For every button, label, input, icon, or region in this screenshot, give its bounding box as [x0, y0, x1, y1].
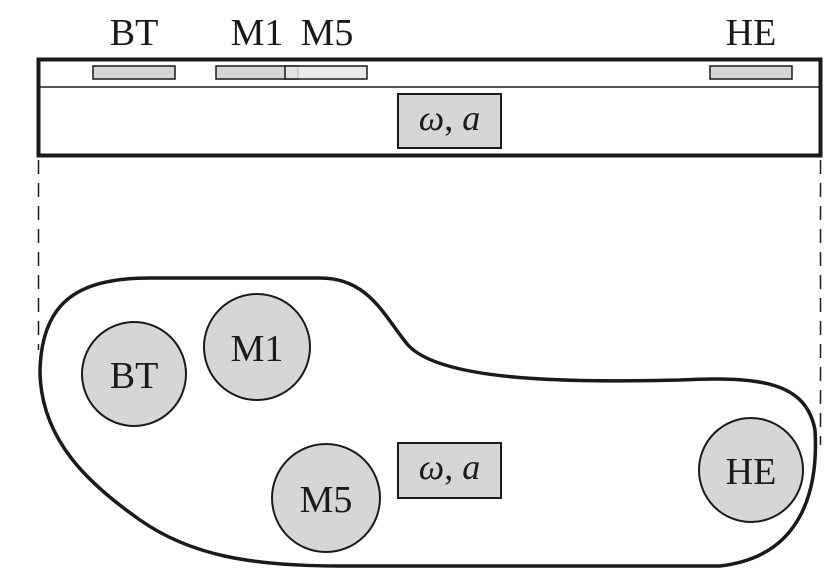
bottom-param-text: ω, a — [419, 447, 480, 487]
top-label-m5: M5 — [301, 12, 354, 54]
node-m1-label: M1 — [231, 328, 284, 370]
node-bt-label: BT — [110, 355, 159, 397]
node-m5: M5 — [271, 443, 381, 553]
node-he-circle — [698, 417, 804, 523]
node-m5-circle — [271, 443, 381, 553]
region-blob — [38, 276, 818, 568]
node-m1-circle — [203, 293, 311, 401]
bottom-param-box — [397, 442, 502, 499]
node-he: HE — [698, 417, 804, 523]
node-bt-circle — [81, 321, 187, 427]
bar-m5 — [284, 65, 368, 80]
top-param-text: ω, a — [419, 98, 480, 138]
node-m1: M1 — [203, 293, 311, 401]
top-label-he: HE — [726, 12, 777, 54]
top-label-m1: M1 — [231, 12, 284, 54]
top-param-box — [397, 93, 502, 149]
node-he-label: HE — [726, 451, 777, 493]
node-bt: BT — [81, 321, 187, 427]
bar-bt — [92, 65, 176, 80]
node-m5-label: M5 — [300, 479, 353, 521]
top-label-bt: BT — [110, 12, 159, 54]
top-strip-frame — [36, 57, 823, 158]
bar-he — [709, 65, 793, 80]
